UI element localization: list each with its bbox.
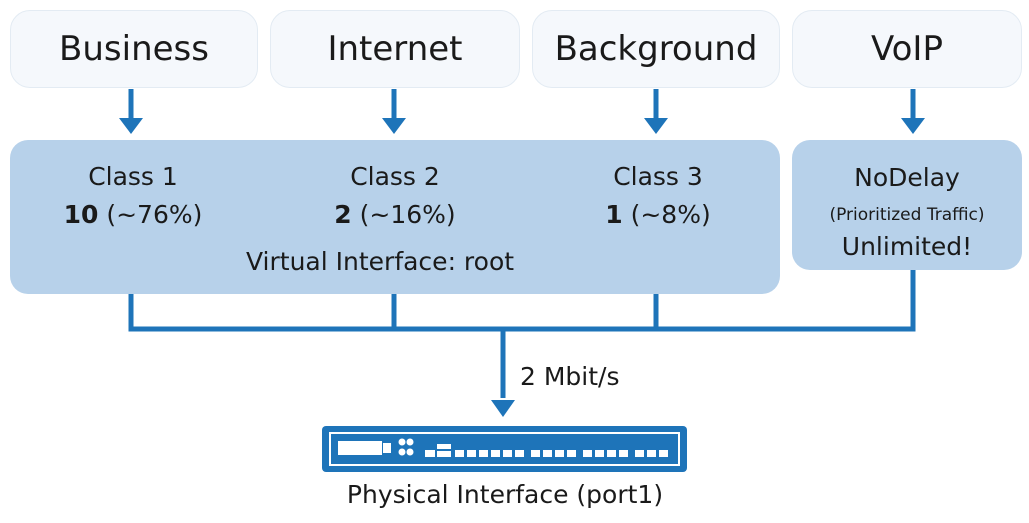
class-2: Class 2 2 (~16%) (310, 158, 480, 234)
network-device-icon (322, 426, 687, 472)
nodelay-subtitle: (Prioritized Traffic) (829, 205, 985, 225)
virtual-interface-label: Virtual Interface: root (246, 247, 515, 276)
nodelay-panel (792, 140, 1022, 270)
source-background: Background (532, 10, 780, 88)
nodelay-limit: Unlimited! (841, 232, 973, 261)
class-2-weight: 2 (~16%) (334, 200, 456, 229)
source-internet: Internet (270, 10, 520, 88)
class-2-name: Class 2 (350, 162, 440, 191)
source-voip: VoIP (792, 10, 1022, 88)
bandwidth-label: 2 Mbit/s (520, 362, 620, 391)
arrow-down-icon (901, 118, 925, 134)
arrow-down-icon (382, 118, 406, 134)
nodelay-title: NoDelay (854, 163, 960, 192)
class-3-name: Class 3 (613, 162, 703, 191)
class-1-name: Class 1 (88, 162, 178, 191)
class-1: Class 1 10 (~76%) (48, 158, 218, 234)
virtual-interface-panel (10, 140, 780, 294)
physical-interface-label: Physical Interface (port1) (346, 480, 664, 509)
arrow-down-icon (644, 118, 668, 134)
class-3-weight: 1 (~8%) (605, 200, 711, 229)
source-business: Business (10, 10, 258, 88)
class-3: Class 3 1 (~8%) (573, 158, 743, 234)
arrow-down-icon (491, 400, 515, 417)
arrow-down-icon (119, 118, 143, 134)
class-1-weight: 10 (~76%) (63, 200, 203, 229)
